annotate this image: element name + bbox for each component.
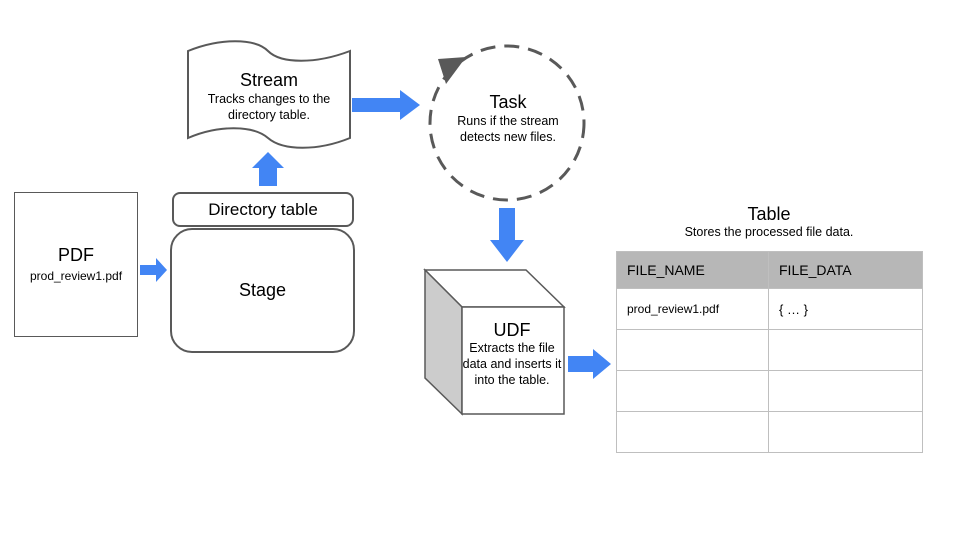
column-header-file-data: FILE_DATA	[768, 251, 923, 289]
task-text: Task Runs if the stream detects new file…	[446, 91, 570, 145]
stage-box: Stage	[170, 228, 355, 353]
table-cell	[616, 411, 769, 453]
stream-text: Stream Tracks changes to the directory t…	[190, 70, 348, 123]
task-cycle-arrowhead	[438, 57, 466, 84]
table-heading: Table Stores the processed file data.	[616, 204, 922, 240]
udf-title: UDF	[493, 320, 531, 340]
arrow-udf-to-table	[568, 349, 611, 379]
task-cycle-circle	[428, 44, 586, 202]
arrow-directory-to-stream	[252, 152, 284, 186]
table-row	[616, 370, 923, 412]
stage-label: Stage	[238, 280, 287, 300]
table-header-row: FILE_NAME FILE_DATA	[616, 251, 923, 289]
stream-shape	[187, 40, 351, 149]
directory-table-box: Directory table	[172, 192, 354, 227]
table-cell	[616, 370, 769, 412]
stream-title: Stream	[239, 70, 299, 90]
table-cell	[768, 411, 923, 453]
pdf-title: PDF	[58, 245, 94, 265]
pdf-filename: prod_review1.pdf	[29, 269, 123, 283]
table-row: prod_review1.pdf { … }	[616, 288, 923, 330]
stream-description: Tracks changes to the directory table.	[207, 92, 331, 122]
arrow-task-to-udf	[490, 208, 524, 262]
table-row	[616, 411, 923, 453]
table-row	[616, 329, 923, 371]
table-cell	[768, 329, 923, 371]
udf-description: Extracts the file data and inserts it in…	[462, 341, 562, 387]
arrow-pdf-to-stage	[140, 258, 167, 282]
column-header-file-name: FILE_NAME	[616, 251, 769, 289]
pdf-document: PDF prod_review1.pdf	[14, 192, 138, 337]
table-subtitle: Stores the processed file data.	[684, 225, 854, 239]
udf-text: UDF Extracts the file data and inserts i…	[462, 320, 562, 388]
table-cell: { … }	[768, 288, 923, 330]
file-data-table: FILE_NAME FILE_DATA prod_review1.pdf { ……	[616, 251, 923, 453]
task-description: Runs if the stream detects new files.	[457, 114, 559, 144]
directory-table-label: Directory table	[208, 200, 318, 219]
table-cell: prod_review1.pdf	[616, 288, 769, 330]
udf-cube	[423, 268, 566, 416]
task-title: Task	[489, 92, 527, 112]
arrow-stream-to-task	[352, 90, 420, 120]
table-title: Table	[747, 204, 791, 224]
table-cell	[768, 370, 923, 412]
table-cell	[616, 329, 769, 371]
